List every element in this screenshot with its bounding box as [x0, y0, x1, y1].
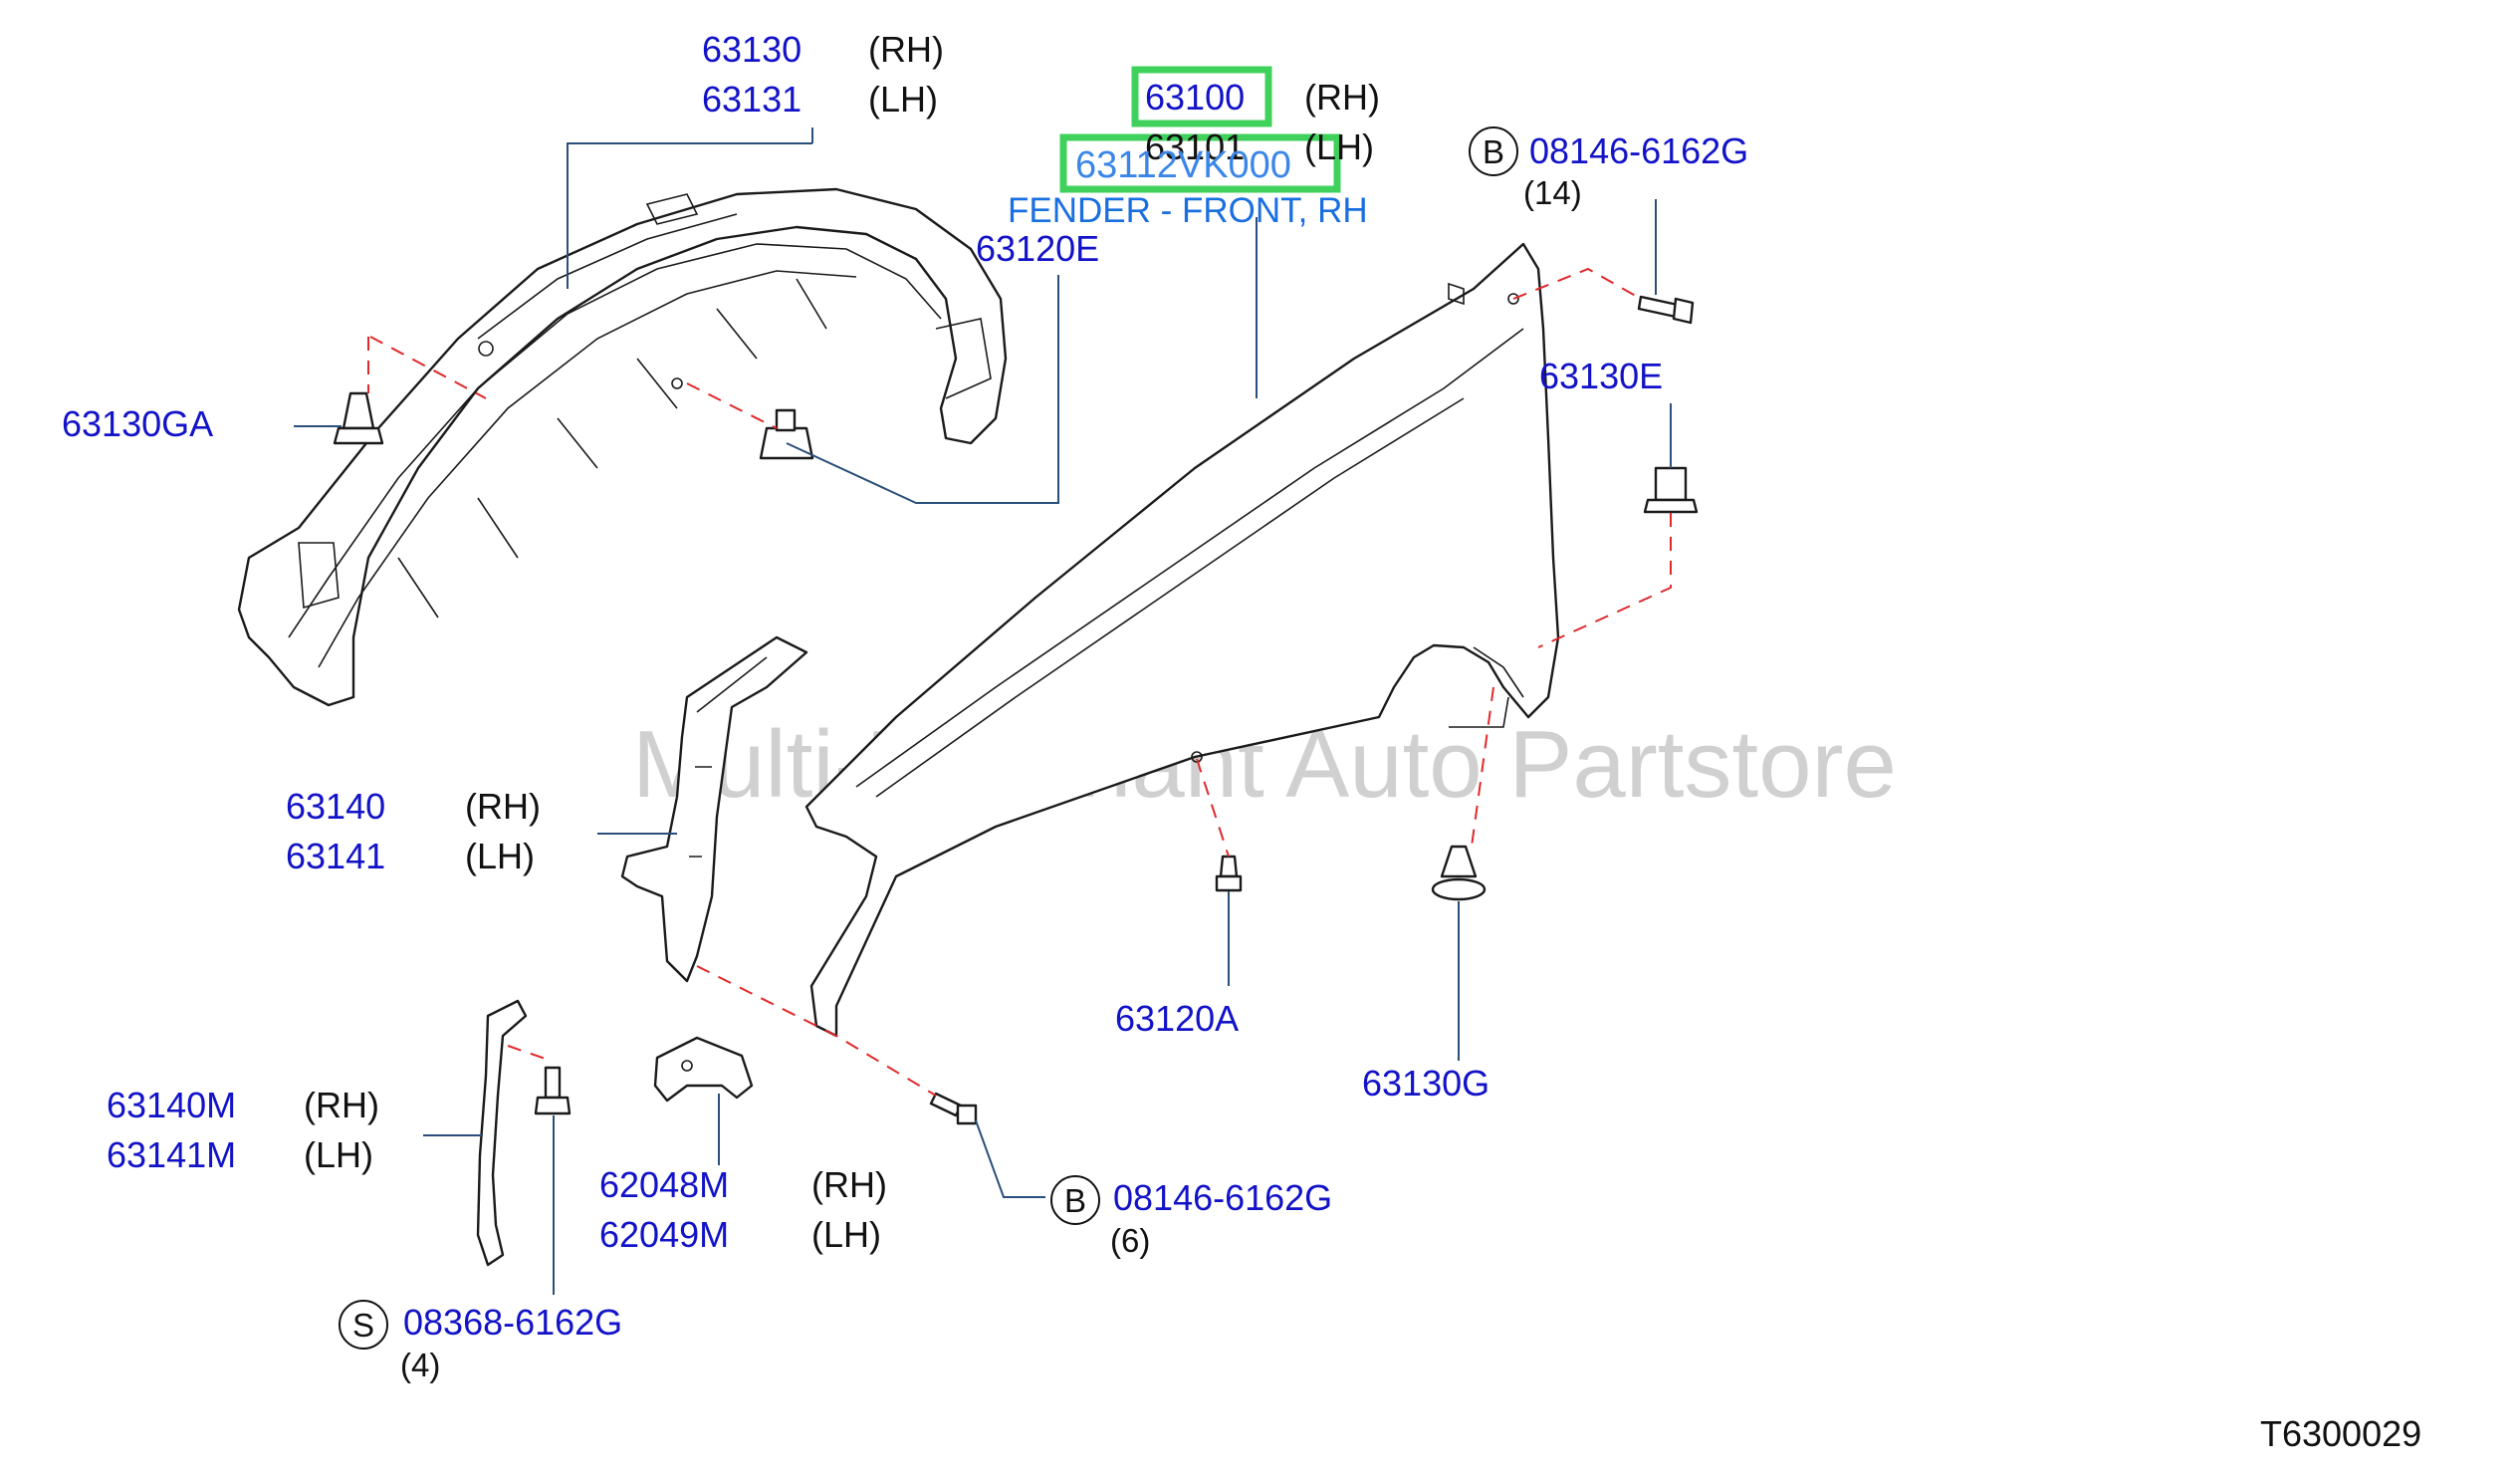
label-bolt-b-top[interactable]: 08146-6162G: [1529, 130, 1748, 171]
label-63141M-side: (LH): [304, 1134, 373, 1175]
label-63140[interactable]: 63140: [286, 786, 385, 827]
bolt-top: [1637, 295, 1695, 325]
assembly-lines: [367, 267, 1672, 1097]
leader-lines: [294, 127, 1672, 1295]
fender-liner-drawing: [237, 187, 1008, 707]
label-62048M[interactable]: 62048M: [599, 1164, 729, 1205]
highlight-box-63100: [1131, 66, 1272, 127]
callout-s: [339, 1300, 388, 1350]
screw-S: [534, 1066, 572, 1115]
bolt-bottom: [929, 1092, 978, 1125]
callout-b-bottom: [1050, 1175, 1100, 1225]
label-63131-side: (LH): [868, 79, 938, 120]
label-63101-side: (LH): [1304, 126, 1374, 167]
label-63130G[interactable]: 63130G: [1362, 1063, 1489, 1104]
label-63100-side: (RH): [1304, 77, 1380, 118]
label-63141[interactable]: 63141: [286, 836, 385, 876]
lower-brace-drawing: [476, 999, 549, 1267]
label-62049M-side: (LH): [811, 1214, 881, 1255]
fender-brace-drawing: [620, 635, 808, 983]
callout-b-top-letter: B: [1483, 133, 1504, 170]
label-bolt-b-bottom[interactable]: 08146-6162G: [1113, 1177, 1332, 1218]
callout-b-bottom-letter: B: [1064, 1182, 1086, 1219]
label-bolt-b-bottom-qty: (6): [1110, 1222, 1150, 1259]
label-highlight-desc: FENDER - FRONT, RH: [1008, 191, 1368, 230]
label-62048M-side: (RH): [811, 1164, 887, 1205]
highlight-box-63112VK000: [1059, 133, 1341, 193]
label-highlight-part[interactable]: 63112VK000: [1075, 144, 1291, 186]
label-62049M[interactable]: 62049M: [599, 1214, 729, 1255]
label-63130E[interactable]: 63130E: [1539, 356, 1663, 396]
label-63141-side: (LH): [465, 836, 535, 876]
clip-63130GA: [333, 391, 384, 445]
bracket-drawing: [653, 1036, 754, 1103]
diagram-code: T6300029: [2260, 1413, 2421, 1454]
label-63140M-side: (RH): [304, 1085, 379, 1125]
label-screw-s[interactable]: 08368-6162G: [403, 1302, 622, 1343]
label-63140-side: (RH): [465, 786, 541, 827]
label-63130-side: (RH): [868, 29, 944, 70]
label-63120A[interactable]: 63120A: [1115, 998, 1239, 1039]
front-fender-drawing: [804, 242, 1560, 1038]
label-63130[interactable]: 63130: [702, 29, 802, 70]
callout-b-top: [1469, 126, 1518, 176]
label-63131[interactable]: 63131: [702, 79, 802, 120]
label-63130GA[interactable]: 63130GA: [62, 403, 213, 444]
label-bolt-b-top-qty: (14): [1523, 174, 1582, 211]
label-63141M[interactable]: 63141M: [107, 1134, 236, 1175]
label-63140M[interactable]: 63140M: [107, 1085, 236, 1125]
clip-63130G: [1431, 845, 1487, 901]
screw-63120A: [1215, 855, 1243, 892]
callout-s-letter: S: [352, 1307, 374, 1344]
label-63120E[interactable]: 63120E: [976, 228, 1099, 269]
label-screw-s-qty: (4): [400, 1347, 440, 1383]
label-63100[interactable]: 63100: [1145, 77, 1245, 118]
label-63101[interactable]: 63101: [1145, 126, 1245, 167]
clip-63130E: [1643, 466, 1699, 514]
